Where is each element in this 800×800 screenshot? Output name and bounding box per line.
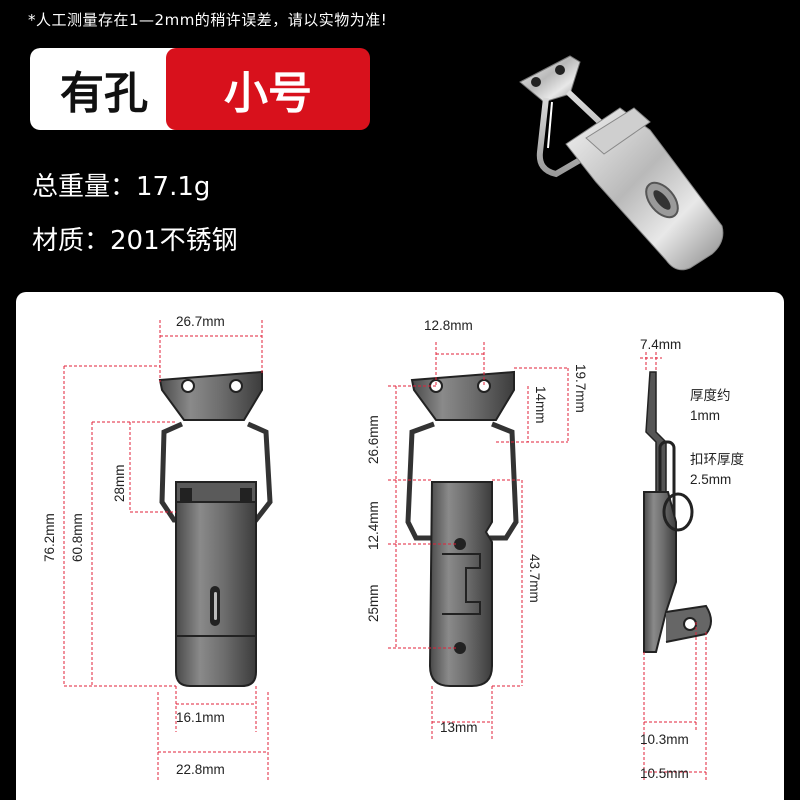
thickness-value: 1mm — [690, 408, 720, 423]
dim-plate-length: 43.7mm — [527, 554, 542, 603]
dim-top-width: 26.7mm — [176, 314, 225, 329]
dim-lower-section: 25mm — [366, 584, 381, 622]
ring-thickness-value: 2.5mm — [690, 472, 731, 487]
type-label: 有孔 — [30, 48, 178, 130]
dim-overall-width: 22.8mm — [176, 762, 225, 777]
variant-tag: 有孔 小号 — [30, 48, 370, 130]
dimension-lines — [63, 320, 707, 782]
dim-bottom-width: 13mm — [440, 720, 478, 735]
thickness-label: 厚度约 — [690, 388, 731, 403]
plate-view — [405, 370, 519, 687]
diagram-svg: 26.7mm 76.2mm 60.8mm 28mm 16.1mm 22.8mm … — [42, 314, 744, 782]
measurement-note: *人工测量存在1—2mm的稍许误差，请以实物为准! — [28, 11, 388, 29]
dim-side-top-width: 7.4mm — [640, 337, 681, 352]
dim-width-b: 10.5mm — [640, 766, 689, 781]
dimension-diagram: 26.7mm 76.2mm 60.8mm 28mm 16.1mm 22.8mm … — [16, 292, 784, 800]
material-spec: 材质：201不锈钢 — [32, 226, 238, 256]
dim-short-height: 14mm — [533, 386, 548, 424]
dim-side-height: 19.7mm — [573, 364, 588, 413]
dim-width-a: 10.3mm — [640, 732, 689, 747]
dim-middle-section: 12.4mm — [366, 501, 381, 550]
dim-body-width: 16.1mm — [176, 710, 225, 725]
dim-upper-height: 28mm — [112, 464, 127, 502]
dim-body-height: 60.8mm — [70, 513, 85, 562]
dim-hole-spacing: 12.8mm — [424, 318, 473, 333]
size-label: 小号 — [166, 48, 370, 130]
dim-upper-section: 26.6mm — [366, 415, 381, 464]
front-view — [158, 370, 273, 687]
weight-spec: 总重量：17.1g — [32, 172, 211, 202]
dim-total-height: 76.2mm — [42, 513, 57, 562]
product-photo — [519, 55, 724, 271]
ring-thickness-label: 扣环厚度 — [690, 452, 744, 467]
